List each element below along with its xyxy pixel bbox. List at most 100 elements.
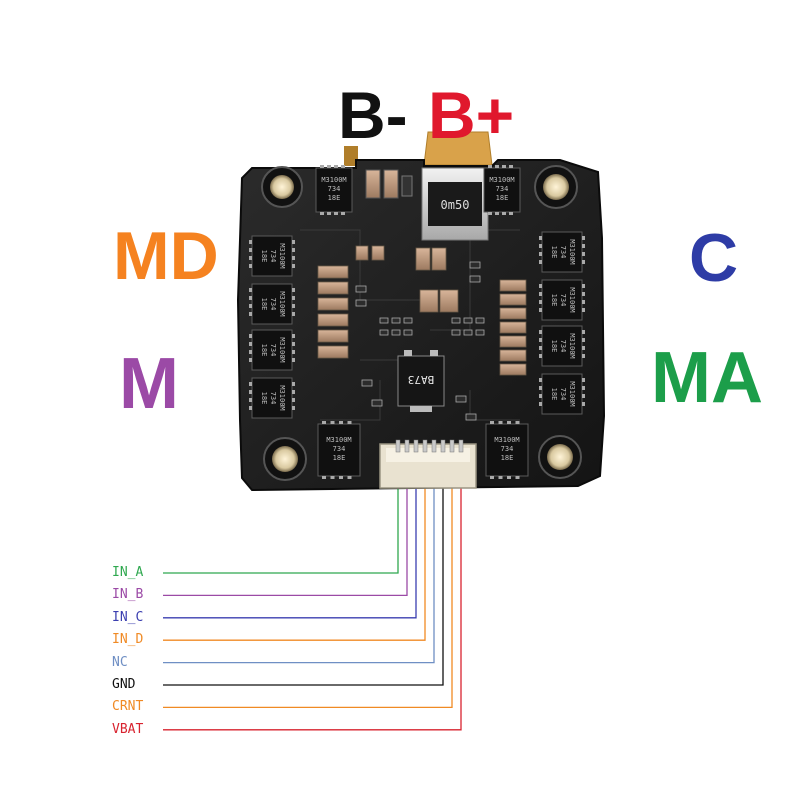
smd-capacitor (499, 363, 527, 376)
pin-label-gnd: GND (112, 677, 136, 692)
shunt-component: 0m50 (421, 167, 489, 241)
smd-capacitor (415, 247, 431, 271)
pin-label-in-a: IN_A (112, 565, 144, 580)
battery-negative-pad (344, 146, 358, 166)
smd-resistor (379, 317, 389, 324)
top-capacitors (365, 169, 413, 199)
smd-capacitor (499, 279, 527, 292)
center-ic-marking: BA73 (408, 373, 435, 386)
chip-marking-text: M3100M (278, 291, 286, 316)
smd-resistor (455, 395, 467, 403)
chip-marking-text: 734 (269, 344, 277, 357)
smd-resistor (403, 317, 413, 324)
signal-wire (163, 488, 435, 664)
smd-resistor (371, 399, 383, 407)
smd-capacitor (355, 245, 369, 261)
chip-marking-text: 734 (559, 246, 567, 259)
smd-capacitor (317, 281, 349, 295)
smd-capacitor (499, 293, 527, 306)
chip-marking-text: M3100M (326, 436, 351, 444)
chip-marking-text: 734 (333, 445, 346, 453)
chip-marking-text: 734 (269, 250, 277, 263)
smd-resistor (465, 413, 477, 421)
battery-positive-label: B+ (428, 78, 515, 152)
chip-marking-text: M3100M (278, 337, 286, 362)
chip-marking-text: 18E (550, 294, 558, 307)
chip-marking-text: 18E (333, 454, 346, 462)
smd-capacitor (499, 335, 527, 348)
smd-capacitor (499, 307, 527, 320)
connector-pin (431, 439, 437, 453)
pin-label-nc: NC (112, 654, 128, 670)
mounting-holes (261, 165, 582, 481)
connector-pin (449, 439, 455, 453)
smd-capacitor (419, 289, 439, 313)
signal-wire (163, 488, 417, 619)
pin-label-vbat: VBAT (112, 721, 144, 737)
chip-marking-text: 734 (559, 340, 567, 353)
connector-pin (413, 439, 419, 453)
smd-capacitor (439, 289, 459, 313)
signal-wires (163, 488, 462, 731)
chip-marking-text: 18E (260, 298, 268, 311)
smd-resistor (451, 317, 461, 324)
chip-marking-text: 18E (550, 340, 558, 353)
pin-label-in-c: IN_C (112, 609, 144, 625)
connector-pin (458, 439, 464, 453)
smd-resistor (475, 329, 485, 336)
smd-capacitor (499, 349, 527, 362)
smd-resistor (391, 317, 401, 324)
connector-pin (395, 439, 401, 453)
smd-capacitor (317, 297, 349, 311)
smd-resistor (361, 379, 373, 387)
smd-resistor (355, 299, 367, 307)
chip-marking-text: M3100M (278, 243, 286, 268)
smd-resistor (469, 261, 481, 269)
smd-resistor (463, 317, 473, 324)
passive-components (317, 245, 527, 421)
smd-resistor (451, 329, 461, 336)
chip-marking-text: M3100M (278, 385, 286, 410)
chip-marking-text: 18E (496, 194, 509, 202)
chip-marking-text: 18E (550, 246, 558, 259)
smd-resistor (391, 329, 401, 336)
connector-pin (440, 439, 446, 453)
connector-pin (422, 439, 428, 453)
pcb-board (236, 159, 606, 492)
smd-resistor (379, 329, 389, 336)
chip-marking-text: 18E (260, 344, 268, 357)
smd-resistor (403, 329, 413, 336)
signal-wire (163, 488, 462, 731)
connector-pin (404, 439, 410, 453)
chip-marking-text: M3100M (489, 176, 514, 184)
smd-capacitor (317, 265, 349, 279)
motor-label-ma: MA (651, 338, 763, 418)
smd-resistor (463, 329, 473, 336)
shunt-marking: 0m50 (441, 198, 470, 212)
signal-wire (163, 488, 426, 641)
chip-marking-text: M3100M (568, 239, 576, 264)
chip-marking-text: 18E (501, 454, 514, 462)
mosfet-chips: M3100M73418EM3100M73418EM3100M73418EM310… (249, 165, 585, 479)
pin-label-in-b: IN_B (112, 587, 144, 603)
chip-marking-text: 734 (496, 185, 509, 193)
chip-marking-text: 734 (501, 445, 514, 453)
chip-marking-text: 18E (328, 194, 341, 202)
battery-negative-label: B- (338, 78, 408, 152)
smd-capacitor (317, 345, 349, 359)
motor-label-m: M (119, 344, 179, 424)
chip-marking-text: M3100M (321, 176, 346, 184)
smd-capacitor (431, 247, 447, 271)
